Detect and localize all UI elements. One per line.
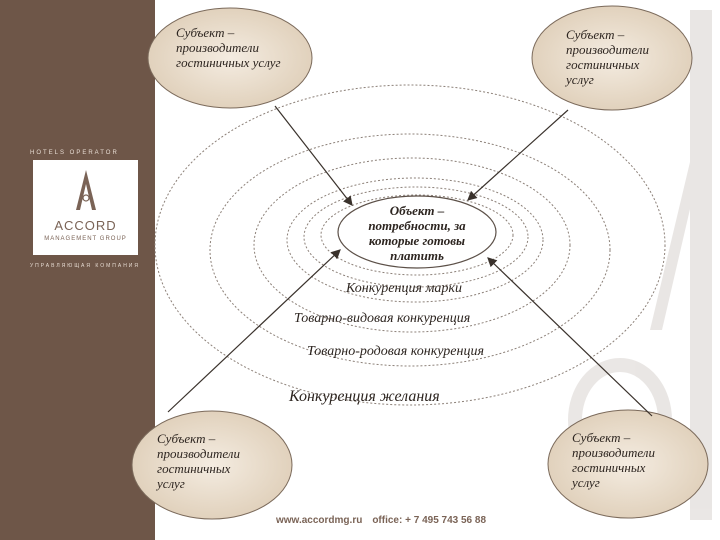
arrow-bottom-left (167, 249, 341, 413)
subject-bottom-right-label: Субъект – производители гостиничных услу… (572, 430, 655, 490)
subject-bottom-left-label: Субъект – производители гостиничных услу… (157, 431, 240, 491)
company-logo: ACCORD MANAGEMENT GROUP (33, 160, 138, 255)
subject-top-right-label: Субъект – производители гостиничных услу… (566, 27, 649, 87)
logo-name: ACCORD (54, 218, 117, 233)
ring-product-type (253, 157, 571, 333)
footer-website[interactable]: www.accordmg.ru (276, 515, 363, 526)
subject-bottom-right-ellipse (547, 409, 709, 519)
subject-top-right-ellipse (531, 5, 693, 111)
logo-mark-icon (72, 168, 100, 212)
arrow-bottom-right (487, 257, 653, 417)
ring-label-product-type: Товарно-видовая конкуренция (294, 311, 471, 326)
footer: www.accordmg.ru office: + 7 495 743 56 88 (276, 515, 486, 526)
ring-label-brand: Конкуренция марки (346, 281, 462, 296)
ring-inner-2 (320, 194, 514, 276)
logo-bottom-text: УПРАВЛЯЮЩАЯ КОМПАНИЯ (30, 263, 141, 269)
arrow-top-right (467, 109, 569, 201)
ring-brand (286, 177, 544, 303)
logo-top-text: HOTELS OPERATOR (30, 150, 119, 156)
logo-group: MANAGEMENT GROUP (44, 236, 127, 242)
subject-bottom-left-ellipse (131, 410, 293, 520)
footer-office-phone: office: + 7 495 743 56 88 (372, 515, 487, 526)
center-object-label: Объект – потребности, за которые готовы … (368, 203, 466, 263)
ring-desire (154, 84, 666, 406)
ring-inner-1 (303, 186, 529, 288)
sidebar-band: HOTELS OPERATOR ACCORD MANAGEMENT GROUP … (0, 0, 155, 540)
arrow-top-left (274, 105, 353, 206)
ring-product-class (209, 133, 611, 367)
center-object-ellipse (337, 195, 497, 269)
ring-label-desire: Конкуренция желания (289, 388, 440, 405)
ring-label-product-class: Товарно-родовая конкуренция (307, 344, 484, 359)
subject-top-left-label: Субъект – производители гостиничных услу… (176, 25, 281, 70)
subject-top-left-ellipse (147, 7, 313, 109)
